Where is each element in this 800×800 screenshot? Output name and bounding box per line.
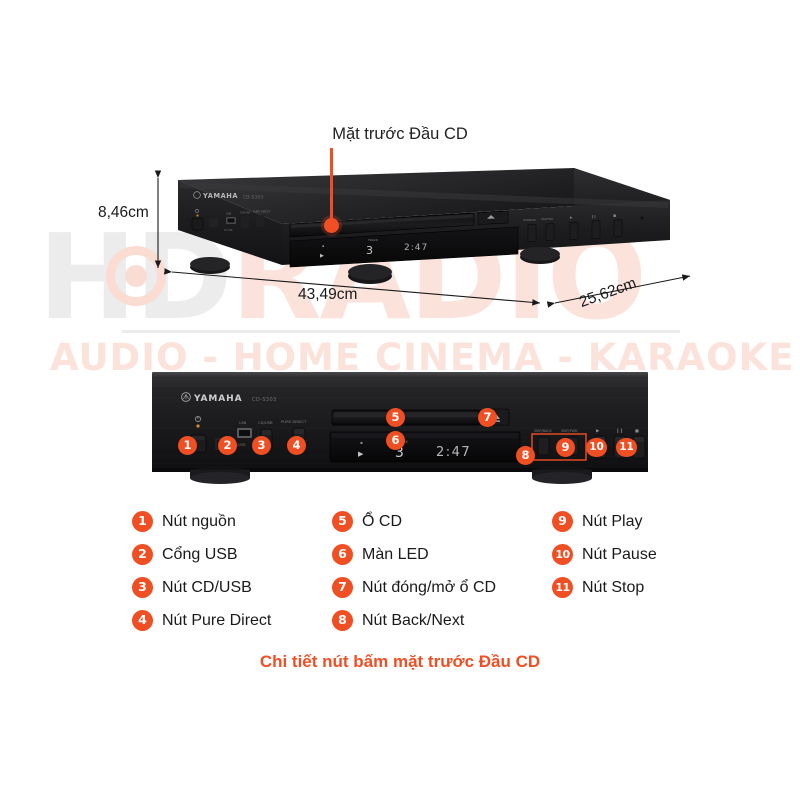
svg-text:SKIP/FWD: SKIP/FWD [561,429,578,433]
svg-text:PC/USB: PC/USB [233,443,246,447]
svg-text:❙❙: ❙❙ [591,215,596,219]
svg-text:YAMAHA: YAMAHA [193,394,242,404]
device-badge-8: 8 [516,446,535,465]
legend-label-9: Nút Play [582,512,643,530]
legend-item-4: 4 Nút Pure Direct [132,604,271,637]
legend-badge-10: 10 [552,544,573,565]
legend-badge-1: 1 [132,511,153,532]
svg-text:▪: ▪ [360,440,363,445]
svg-text:SKIP/FWD: SKIP/FWD [541,217,553,221]
legend-item-11: 11 Nút Stop [552,571,657,604]
legend-badge-5: 5 [332,511,353,532]
legend-item-6: 6 Màn LED [332,538,496,571]
legend-label-10: Nút Pause [582,545,657,563]
legend-badge-6: 6 [332,544,353,565]
legend-badge-11: 11 [552,577,573,598]
svg-text:2:47: 2:47 [404,243,428,253]
svg-text:3: 3 [366,244,373,257]
svg-text:▶: ▶ [596,429,600,434]
device-badge-4: 4 [287,436,306,455]
svg-text:CD-S303: CD-S303 [252,397,277,403]
svg-text:SKIP/BACK: SKIP/BACK [523,218,536,222]
device-badge-5: 5 [386,408,405,427]
dimension-width-label: 43,49cm [298,286,358,303]
legend-item-2: 2 Cổng USB [132,538,271,571]
svg-text:▶: ▶ [320,253,324,259]
callout-title: Mặt trước Đầu CD [332,125,468,143]
svg-text:YAMAHA: YAMAHA [202,192,238,200]
legend-label-7: Nút đóng/mở ổ CD [362,578,497,596]
legend-item-8: 8 Nút Back/Next [332,604,496,637]
legend-badge-9: 9 [552,511,573,532]
legend-item-5: 5 Ổ CD [332,505,496,538]
svg-text:■: ■ [613,214,616,218]
legend-badge-8: 8 [332,610,353,631]
device-badge-6: 6 [386,431,405,450]
svg-text:2:47: 2:47 [436,445,471,460]
callout-leader-line [330,148,333,224]
device-badge-7: 7 [478,408,497,427]
svg-text:■: ■ [635,428,639,433]
legend-label-2: Cổng USB [162,545,238,563]
device-badge-2: 2 [218,436,237,455]
device-badge-10: 10 [586,438,607,457]
legend-label-5: Ổ CD [362,512,402,530]
legend-badge-2: 2 [132,544,153,565]
legend-column-1: 1 Nút nguồn 2 Cổng USB 3 Nút CD/USB 4 Nú… [132,505,271,637]
svg-text:USB: USB [226,212,232,216]
device-badge-1: 1 [178,436,197,455]
legend-item-1: 1 Nút nguồn [132,505,271,538]
footer-caption: Chi tiết nút bấm mặt trước Đầu CD [259,652,541,671]
dimension-height-label: 8,46cm [98,204,149,221]
legend-label-1: Nút nguồn [162,512,236,530]
svg-text:TRACK: TRACK [367,238,379,242]
device-badge-11: 11 [616,438,637,457]
legend-item-7: 7 Nút đóng/mở ổ CD [332,571,496,604]
legend-column-2: 5 Ổ CD 6 Màn LED 7 Nút đóng/mở ổ CD 8 Nú… [332,505,496,637]
svg-text:3: 3 [395,445,404,461]
legend-badge-7: 7 [332,577,353,598]
svg-text:❙❙: ❙❙ [616,428,623,434]
legend-item-10: 10 Nút Pause [552,538,657,571]
legend-item-9: 9 Nút Play [552,505,657,538]
legend-label-3: Nút CD/USB [162,578,252,596]
legend-label-8: Nút Back/Next [362,611,465,629]
legend-label-6: Màn LED [362,545,429,563]
svg-text:▶: ▶ [570,216,573,220]
svg-text:SKIP/BACK: SKIP/BACK [534,429,553,433]
svg-text:PC/USB: PC/USB [224,229,233,232]
svg-text:▪: ▪ [322,244,324,248]
svg-text:PURE DIRECT: PURE DIRECT [253,210,271,214]
callout-target-dot [324,218,339,233]
legend-column-3: 9 Nút Play 10 Nút Pause 11 Nút Stop [552,505,657,604]
svg-text:USB: USB [239,421,247,425]
svg-text:▶: ▶ [358,450,364,458]
svg-text:CD-S303: CD-S303 [243,195,263,200]
device-badge-9: 9 [556,438,575,457]
legend-badge-3: 3 [132,577,153,598]
device-badge-3: 3 [252,436,271,455]
legend-label-4: Nút Pure Direct [162,611,272,629]
section-divider [122,330,680,333]
svg-text:PURE DIRECT: PURE DIRECT [281,419,307,424]
svg-text:CD/USB: CD/USB [240,211,250,215]
legend-badge-4: 4 [132,610,153,631]
legend-item-3: 3 Nút CD/USB [132,571,271,604]
legend-label-11: Nút Stop [582,578,645,596]
svg-text:CD/USB: CD/USB [258,420,273,425]
